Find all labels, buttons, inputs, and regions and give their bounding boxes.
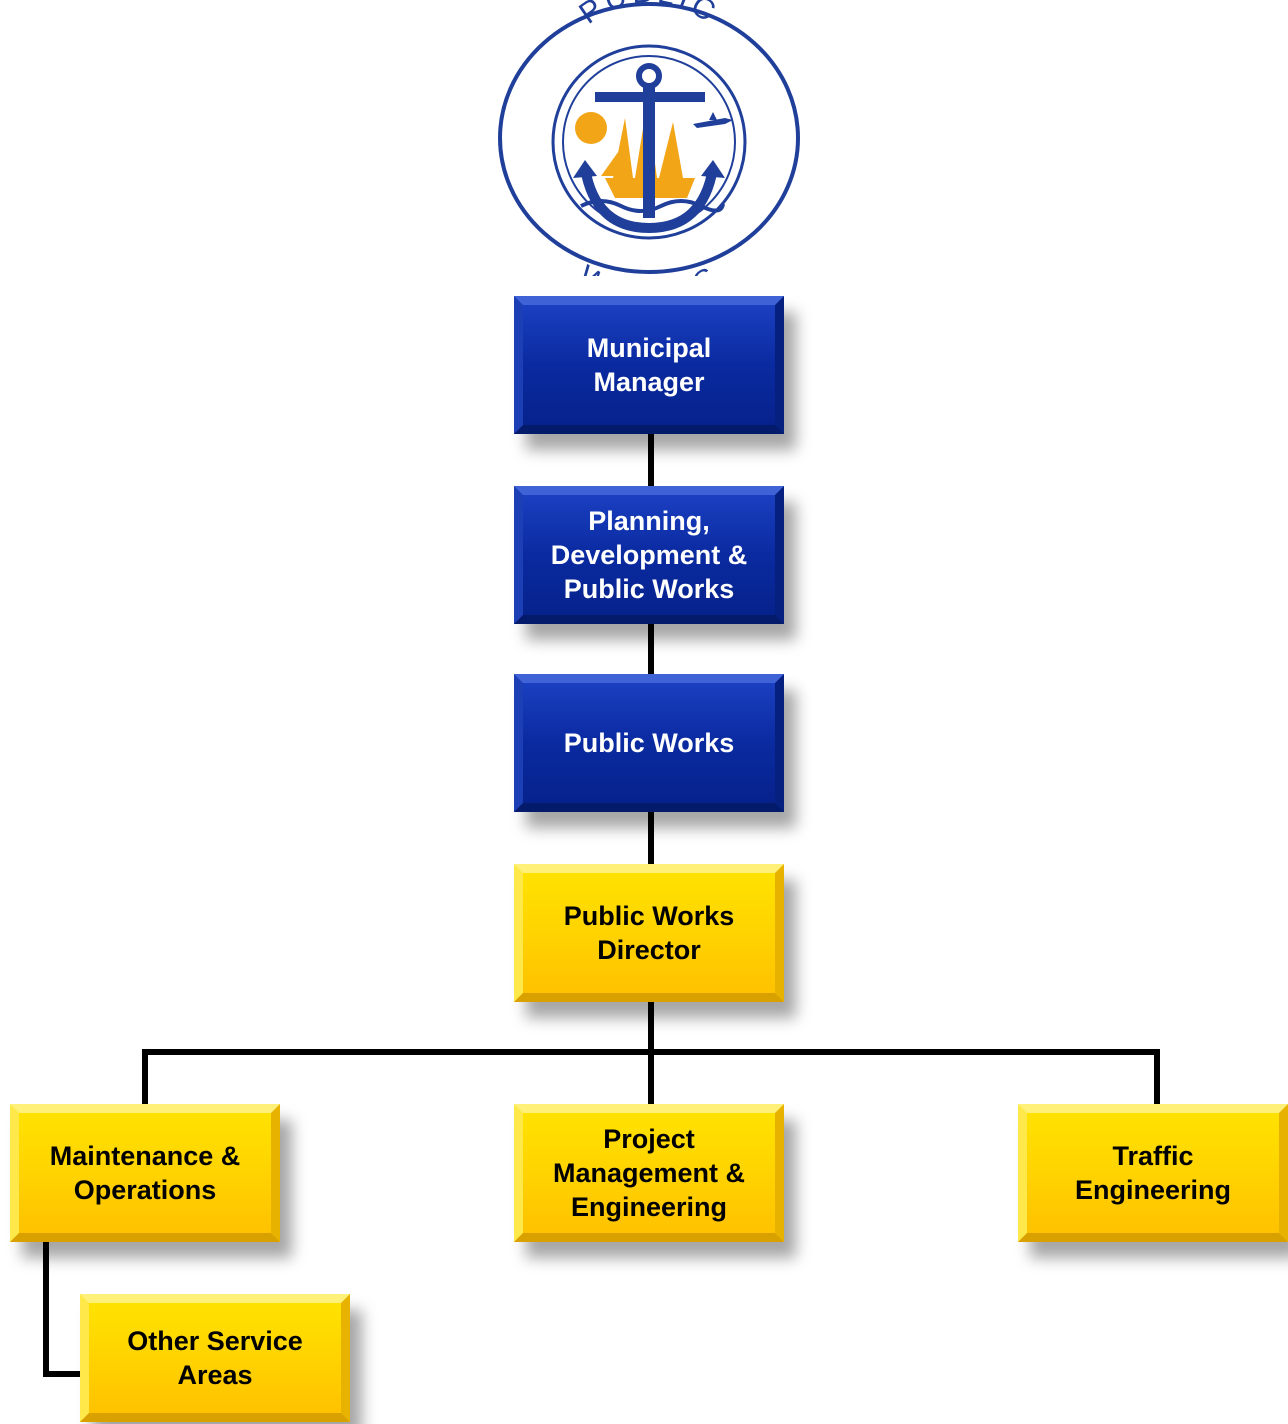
project-management-label: Project Management & Engineering (552, 1124, 746, 1222)
connector-maintenance-to-other (43, 1240, 82, 1377)
planning-development-box: Planning, Development & Public Works (514, 486, 784, 624)
traffic-engineering-box: Traffic Engineering (1018, 1104, 1288, 1242)
planning-development-label: Planning, Development & Public Works (550, 506, 748, 604)
public-works-label: Public Works (563, 728, 735, 758)
maintenance-operations-label: Maintenance & Operations (49, 1141, 241, 1205)
public-works-box: Public Works (514, 674, 784, 812)
public-works-director-label: Public Works Director (563, 901, 735, 965)
public-works-logo: PUBLIC WORKS (498, 0, 800, 276)
connector-horizontal-bar (142, 1049, 1160, 1106)
other-service-areas-label: Other Service Areas (127, 1326, 303, 1390)
public-works-director-box: Public Works Director (514, 864, 784, 1002)
municipal-manager-label: Municipal Manager (586, 333, 712, 397)
municipal-manager-box: Municipal Manager (514, 296, 784, 434)
project-management-box: Project Management & Engineering (514, 1104, 784, 1242)
traffic-engineering-label: Traffic Engineering (1074, 1141, 1231, 1205)
maintenance-operations-box: Maintenance & Operations (10, 1104, 280, 1242)
other-service-areas-box: Other Service Areas (80, 1294, 350, 1422)
